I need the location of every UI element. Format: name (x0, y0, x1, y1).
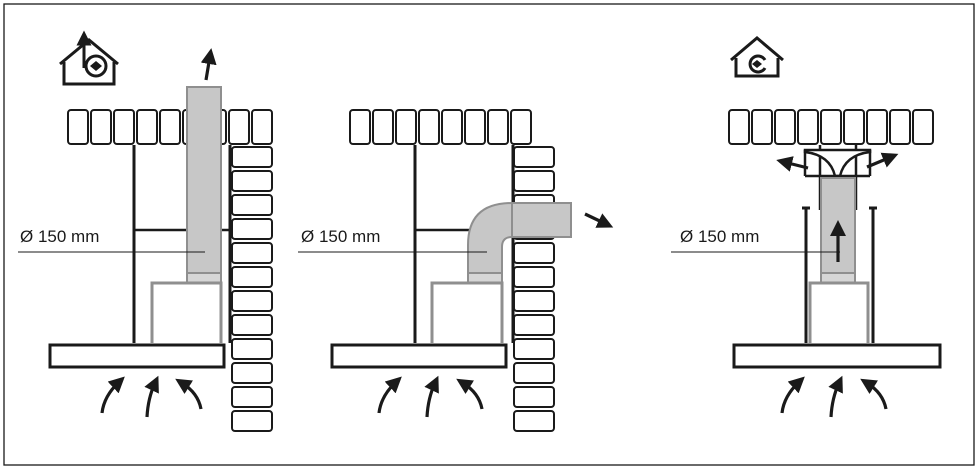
wall-brick (513, 290, 555, 312)
wall-brick (513, 410, 555, 432)
ceiling-brick (90, 109, 112, 145)
motor-housing (150, 281, 223, 343)
wall-brick (231, 194, 273, 216)
wall-bricks (231, 146, 273, 432)
ceiling-brick (441, 109, 463, 145)
recirculation-diffuser (803, 148, 872, 178)
exhaust-arrow (584, 212, 614, 228)
wall-brick (513, 266, 555, 288)
ceiling-brick (797, 109, 819, 145)
ducted-outside-icon (59, 30, 119, 86)
wall-brick (231, 338, 273, 360)
exhaust-duct (186, 86, 222, 274)
diagram-frame (3, 3, 975, 466)
wall-brick (231, 362, 273, 384)
motor-housing (808, 281, 870, 343)
ceiling-brick (372, 109, 394, 145)
ceiling-brick (889, 109, 911, 145)
elbow-duct (467, 202, 572, 274)
wall-brick (231, 170, 273, 192)
ceiling-brick (774, 109, 796, 145)
panel-ducted-vertical: Ø 150 mm (18, 30, 273, 432)
intake-arrow-right (175, 378, 203, 410)
exhaust-arrow (200, 48, 217, 81)
ceiling-brick (418, 109, 440, 145)
ceiling-brick (912, 109, 934, 145)
ceiling-brick (395, 109, 417, 145)
wall-brick (231, 410, 273, 432)
ceiling-brick (820, 109, 842, 145)
hood-canopy (330, 343, 508, 369)
wall-brick (513, 242, 555, 264)
wall-brick (231, 146, 273, 168)
wall-bricks (513, 146, 555, 432)
wall-brick (231, 290, 273, 312)
ceiling-brick (228, 109, 250, 145)
diameter-label: Ø 150 mm (20, 227, 99, 246)
intake-arrow-left (100, 376, 125, 414)
ceiling-brick (251, 109, 273, 145)
ceiling-brick (349, 109, 371, 145)
ceiling-brick (866, 109, 888, 145)
diameter-label: Ø 150 mm (680, 227, 759, 246)
wall-brick (513, 386, 555, 408)
ceiling-brick (843, 109, 865, 145)
wall-brick (513, 338, 555, 360)
ceiling-brick (159, 109, 181, 145)
ceiling-brick (728, 109, 750, 145)
outflow-arrow-left (776, 156, 809, 172)
ceiling-bricks (349, 109, 532, 145)
ceiling-brick (510, 109, 532, 145)
recirculation-icon (730, 36, 784, 78)
wall-brick (513, 362, 555, 384)
diameter-label: Ø 150 mm (301, 227, 380, 246)
wall-brick (513, 314, 555, 336)
wall-brick (231, 386, 273, 408)
panel-ducted-side: Ø 150 mm (298, 109, 614, 432)
panel-recirculating: Ø 150 mm (671, 36, 942, 418)
ceiling-bricks (67, 109, 273, 145)
ceiling-brick (751, 109, 773, 145)
ceiling-brick (464, 109, 486, 145)
wall-brick (513, 146, 555, 168)
wall-brick (231, 266, 273, 288)
intake-arrow-right (456, 378, 484, 410)
hood-canopy (732, 343, 942, 369)
outflow-arrow-right (866, 152, 899, 169)
intake-arrow-center (828, 375, 843, 418)
ceiling-brick (113, 109, 135, 145)
ceiling-brick (136, 109, 158, 145)
intake-arrow-left (377, 376, 402, 414)
wall-brick (513, 170, 555, 192)
intake-arrow-right (860, 378, 888, 410)
motor-housing (430, 281, 504, 343)
ceiling-brick (487, 109, 509, 145)
wall-brick (231, 314, 273, 336)
ceiling-brick (67, 109, 89, 145)
intake-arrow-center (424, 375, 439, 418)
wall-brick (231, 242, 273, 264)
ceiling-bricks (728, 109, 934, 145)
intake-arrow-center (144, 375, 159, 418)
wall-brick (231, 218, 273, 240)
intake-arrow-left (780, 376, 805, 414)
hood-canopy (48, 343, 226, 369)
